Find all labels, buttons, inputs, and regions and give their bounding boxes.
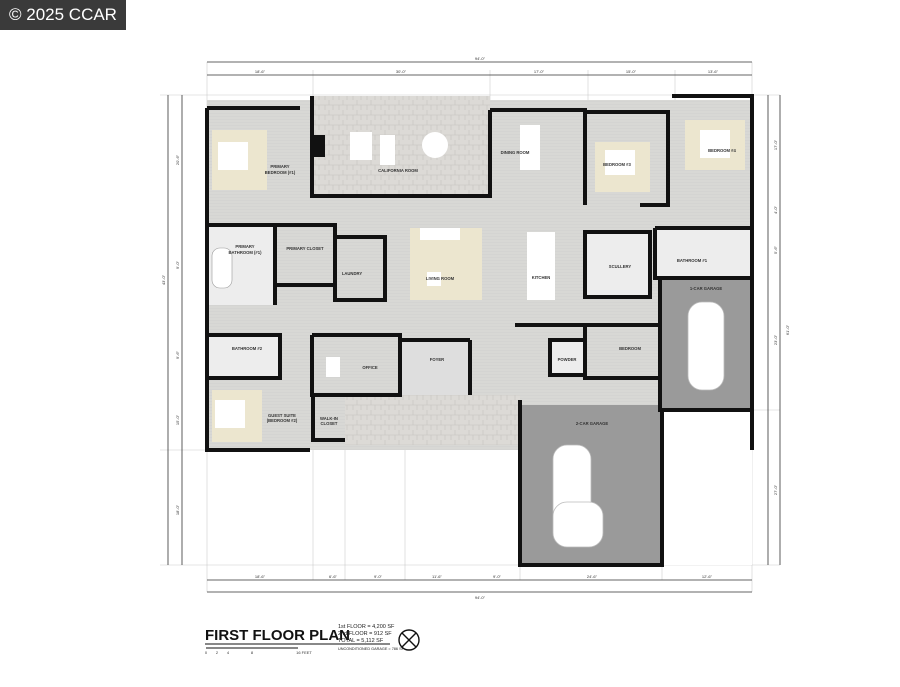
dim-bottom: 12'-6" xyxy=(702,574,713,579)
dim-top-overall: 94'-0" xyxy=(475,56,486,61)
dim-top: 15'-0" xyxy=(626,69,637,74)
car-icon xyxy=(687,301,725,391)
dim-right: 5'-6" xyxy=(773,245,778,254)
dim-top: 18'-6" xyxy=(255,69,266,74)
dim-right: 17'-0" xyxy=(773,139,778,150)
scale-label: 8 xyxy=(251,650,254,655)
dim-right: 4'-0" xyxy=(773,205,778,214)
dim-bottom: 18'-6" xyxy=(255,574,266,579)
room-label-california-room: CALIFORNIA ROOM xyxy=(378,168,418,173)
dim-right: 27'-0" xyxy=(773,484,778,495)
car-icon xyxy=(552,501,604,548)
car-icons xyxy=(552,301,725,548)
california-room-floor xyxy=(312,96,490,196)
room-label-powder: POWDER xyxy=(558,357,577,362)
area-total: TOTAL = 5,112 SF xyxy=(338,638,384,644)
bed-icon xyxy=(215,400,245,428)
dim-bottom: 24'-6" xyxy=(587,574,598,579)
bed-icon xyxy=(605,150,635,175)
room-label-office: OFFICE xyxy=(362,365,378,370)
dimension-lines xyxy=(167,61,781,593)
dim-top: 30'-0" xyxy=(396,69,407,74)
dim-top: 17'-0" xyxy=(534,69,545,74)
dining-table xyxy=(520,125,540,170)
room-label-scullery: SCULLERY xyxy=(609,264,632,269)
dim-left: 15'-0" xyxy=(175,414,180,425)
room-label-kitchen: KITCHEN xyxy=(532,275,551,280)
room-label-walkin-closet-2: CLOSET xyxy=(321,421,338,426)
kitchen-island xyxy=(527,232,555,300)
room-label-laundry: LAUNDRY xyxy=(342,271,363,276)
room-label-primary-bedroom-2: BEDROOM (#1) xyxy=(265,170,296,175)
room-label-bathroom-1: BATHROOM #1 xyxy=(677,258,708,263)
room-label-bathroom-2: BATHROOM #2 xyxy=(232,346,263,351)
bathtub-icon xyxy=(211,247,233,289)
scale-label: 2 xyxy=(216,650,219,655)
room-label-guest-suite-2: (BEDROOM #2) xyxy=(267,418,298,423)
scale-label: 16 FEET xyxy=(296,650,312,655)
dim-left: 18'-0" xyxy=(175,504,180,515)
dim-right-overall: 61'-0" xyxy=(785,324,790,335)
area-first-floor: 1st FLOOR = 4,200 SF xyxy=(338,624,395,630)
dim-top: 13'-6" xyxy=(708,69,719,74)
area-second-floor: 2nd FLOOR = 912 SF xyxy=(338,631,392,637)
bed-icon xyxy=(700,130,730,158)
scale-bar: 0 2 4 8 16 FEET xyxy=(205,647,312,655)
round-table xyxy=(422,132,448,158)
dim-left: 20'-6" xyxy=(175,154,180,165)
walls xyxy=(205,94,754,567)
dim-left: 9'-6" xyxy=(175,350,180,359)
room-label-bedroom-3: BEDROOM #3 xyxy=(603,162,631,167)
room-label-primary-bedroom: PRIMARY xyxy=(270,164,289,169)
dim-right: 23'-0" xyxy=(773,334,778,345)
bed-icon xyxy=(218,142,248,170)
dim-left-overall: 43'-0" xyxy=(161,274,166,285)
room-label-living-room: LIVING ROOM xyxy=(426,276,455,281)
dim-bottom: 11'-6" xyxy=(432,574,442,579)
room-label-foyer: FOYER xyxy=(430,357,444,362)
dim-left: 9'-0" xyxy=(175,260,180,269)
room-label-walkin-closet: WALK-IN xyxy=(320,416,338,421)
dim-bottom: 9'-0" xyxy=(493,574,502,579)
dim-bottom-overall: 94'-0" xyxy=(475,595,486,600)
room-label-dining-room: DINING ROOM xyxy=(501,150,530,155)
room-label-primary-bathroom: PRIMARY xyxy=(235,244,254,249)
room-label-1-car-garage: 1-CAR GARAGE xyxy=(690,286,723,291)
plan-title: FIRST FLOOR PLAN xyxy=(205,627,350,644)
copyright-watermark: © 2025 CCAR xyxy=(0,0,126,30)
scale-label: 0 xyxy=(205,650,208,655)
north-arrow-icon xyxy=(398,629,420,651)
room-label-bedroom: BEDROOM xyxy=(619,346,641,351)
dim-bottom: 6'-6" xyxy=(329,574,338,579)
porch-floor xyxy=(345,395,520,445)
room-label-primary-bathroom-2: BATHROOM (#1) xyxy=(229,250,263,255)
room-label-primary-closet: PRIMARY CLOSET xyxy=(286,246,324,251)
dim-bottom: 9'-0" xyxy=(374,574,383,579)
scale-label: 4 xyxy=(227,650,230,655)
room-label-guest-suite: GUEST SUITE xyxy=(268,413,296,418)
area-garage: UNCONDITIONED GARAGE = 786 SF xyxy=(338,647,405,651)
room-label-2-car-garage: 2-CAR GARAGE xyxy=(576,421,609,426)
room-label-bedroom-4: BEDROOM #4 xyxy=(708,148,736,153)
